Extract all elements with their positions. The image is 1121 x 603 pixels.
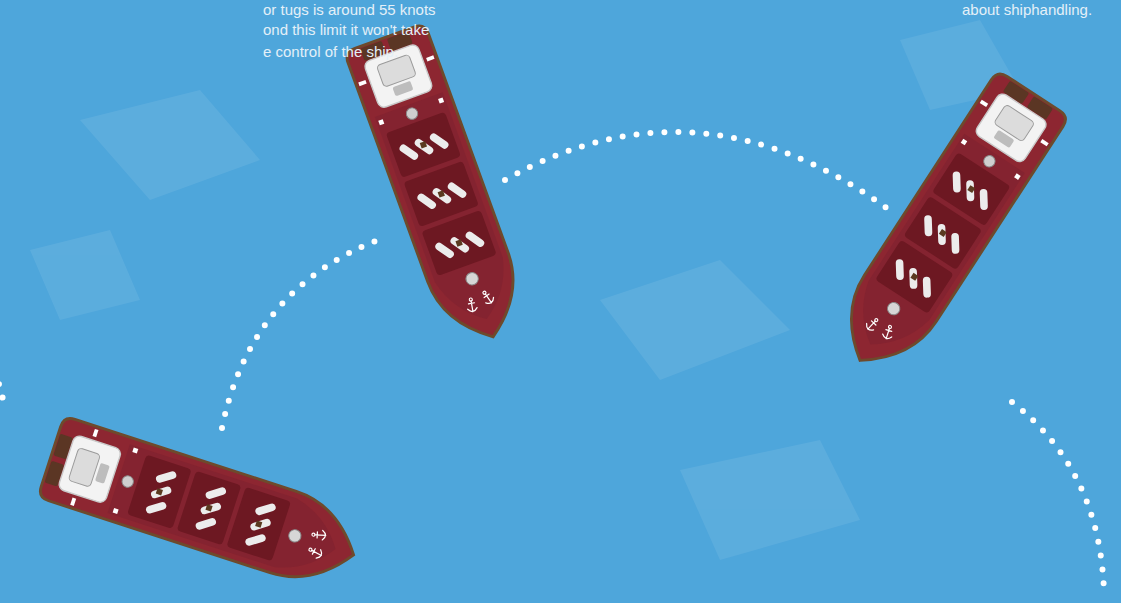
note-text: or tugs is around 55 knots xyxy=(263,0,436,20)
note-text: about shiphandling. xyxy=(962,0,1092,20)
note-text: e control of the ship. xyxy=(263,42,398,62)
note-text: ond this limit it won't take xyxy=(263,20,429,40)
tanker-ship xyxy=(824,70,1069,383)
tanker-ship xyxy=(344,23,533,351)
tanker-ship xyxy=(38,416,367,596)
